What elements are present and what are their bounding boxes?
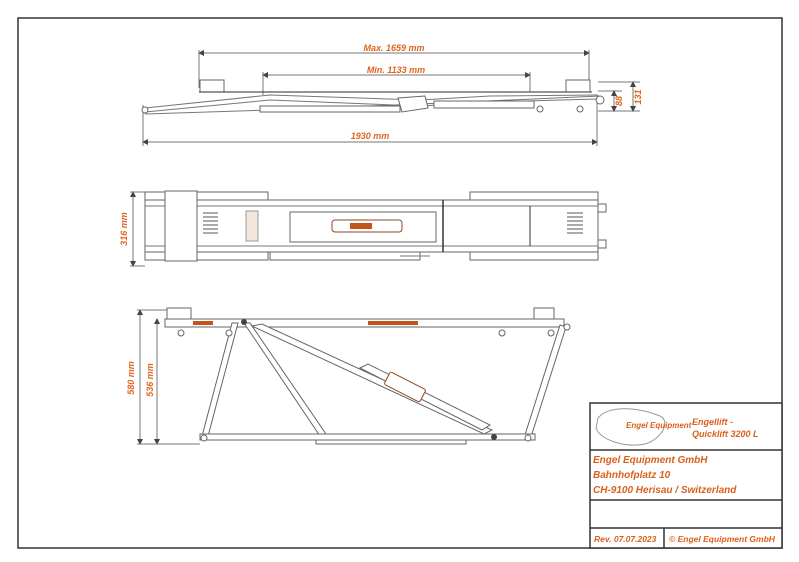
- title-block: Engel Equipment Engellift - Quicklift 32…: [589, 402, 783, 549]
- engel-lift-decal: [384, 371, 426, 403]
- runway-beam: [164, 318, 565, 328]
- product-line2: Quicklift 3200 L: [692, 429, 759, 439]
- top-view: 316 mm: [119, 190, 607, 267]
- company-street: Bahnhofplatz 10: [593, 470, 671, 481]
- height-88-label: 88: [614, 96, 624, 106]
- min-length-label: Min. 1133 mm: [367, 65, 425, 75]
- base-frame: [199, 433, 536, 441]
- collapsed-side-view: Max. 1659 mm Min. 1133 mm 1930 mm 88 131: [141, 43, 643, 146]
- decal: [245, 210, 259, 242]
- company-name: Engel Equipment GmbH: [593, 455, 708, 466]
- raised-side-view: 580 mm 536 mm: [126, 307, 571, 445]
- company-city: CH-9100 Herisau / Switzerland: [593, 485, 737, 496]
- height-131-label: 131: [633, 89, 643, 104]
- total-length-label: 1930 mm: [351, 131, 390, 141]
- copyright: © Engel Equipment GmbH: [669, 534, 776, 544]
- lift-height-580-label: 580 mm: [126, 361, 136, 395]
- width-label: 316 mm: [119, 212, 129, 246]
- lift-height-536-label: 536 mm: [145, 363, 155, 397]
- max-length-label: Max. 1659 mm: [363, 43, 424, 53]
- load-decal: [193, 321, 213, 325]
- product-line1: Engellift -: [692, 417, 733, 427]
- brand-decal: [368, 321, 418, 325]
- logo-text: Engel Equipment: [626, 421, 692, 430]
- sheet-border: [17, 17, 783, 549]
- revision-date: Rev. 07.07.2023: [594, 534, 657, 544]
- logo-swoosh: [595, 408, 666, 446]
